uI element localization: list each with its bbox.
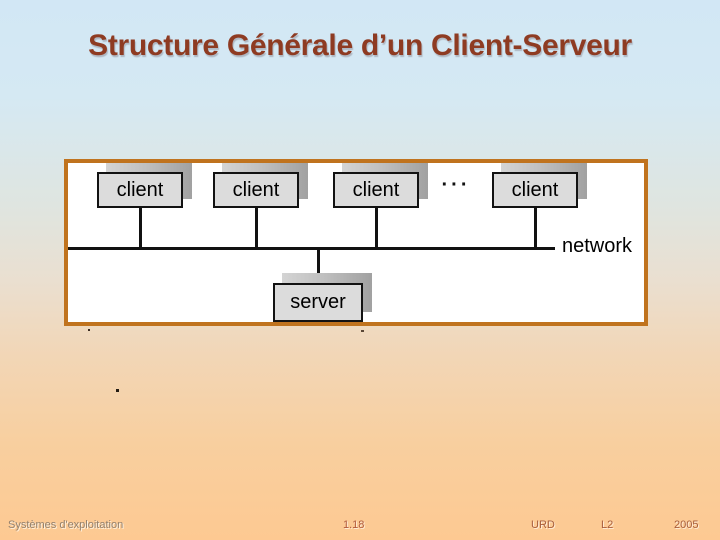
footer-course-title: Systèmes d'exploitation [8,519,124,531]
client-connector [139,208,142,250]
diagram-canvas: client client client client ··· network [68,163,644,322]
server-connector [317,250,320,284]
server-label: server [290,291,346,313]
client-connector [255,208,258,250]
network-line [68,247,555,250]
network-label: network [562,235,633,257]
client-label: client [232,178,280,201]
footer-year: 2005 [674,519,699,531]
stray-dot [116,389,119,392]
footer-org: URD [531,519,555,531]
client-box: client [97,172,183,208]
client-label: client [116,178,164,201]
diagram-frame: client client client client ··· network [64,159,648,326]
client-box: client [333,172,419,208]
stray-dot [361,330,364,332]
stray-dot [88,329,90,331]
client-label: client [352,178,400,201]
slide-title: Structure Générale d’un Client-Serveur [88,29,632,62]
client-label: client [511,178,559,201]
client-connector [534,208,537,250]
ellipsis: ··· [441,174,471,196]
footer-level: L2 [601,519,614,531]
server-box: server [273,283,363,322]
client-connector [375,208,378,250]
client-box: client [492,172,578,208]
footer-page-number: 1.18 [343,519,365,531]
client-box: client [213,172,299,208]
